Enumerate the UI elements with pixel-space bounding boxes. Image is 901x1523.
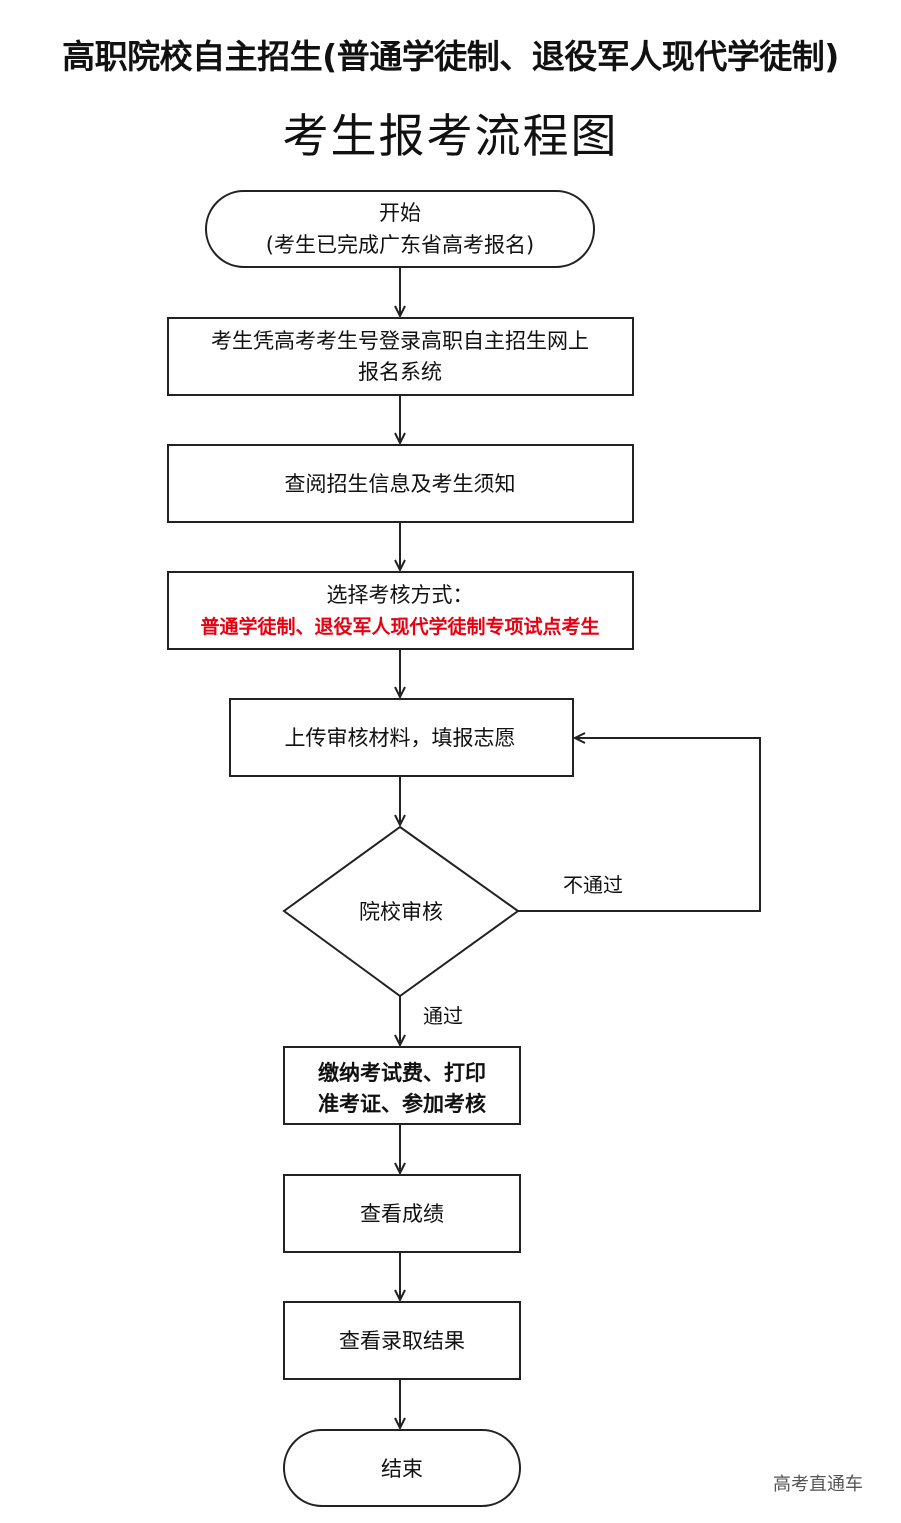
pay-exam-line2: 准考证、参加考核: [318, 1092, 486, 1116]
login-step: [167, 317, 634, 396]
flowchart-title: 考生报考流程图: [282, 109, 619, 163]
read-info-label: 查阅招生信息及考生须知: [285, 472, 516, 496]
review-decision-label: 院校审核: [359, 900, 443, 924]
start-label: 开始: [379, 201, 421, 225]
start-note: (考生已完成广东省高考报名): [266, 233, 534, 257]
pay-exam-line1: 缴纳考试费、打印: [318, 1061, 486, 1085]
login-step-line2: 报名系统: [358, 360, 442, 384]
login-step-line1: 考生凭高考考生号登录高职自主招生网上: [211, 329, 589, 353]
view-score-label: 查看成绩: [360, 1202, 444, 1226]
main-title: 高职院校自主招生(普通学徒制、退役军人现代学徒制): [62, 37, 839, 76]
view-admission-label: 查看录取结果: [339, 1329, 465, 1353]
view-score-step: [283, 1174, 521, 1253]
watermark: 高考直通车: [773, 1474, 863, 1495]
choose-method-label: 选择考核方式：: [327, 583, 474, 607]
view-admission-step: [283, 1301, 521, 1380]
choose-method-step: [167, 571, 634, 650]
pass-label: 通过: [423, 1004, 463, 1028]
fail-label: 不通过: [563, 873, 623, 897]
arrow-fail-loop: [518, 738, 761, 912]
end-label: 结束: [381, 1457, 423, 1481]
pay-exam-step: [283, 1046, 521, 1125]
end-node: [283, 1429, 521, 1507]
upload-step: [229, 698, 574, 777]
choose-method-highlight: 普通学徒制、退役军人现代学徒制专项试点考生: [200, 615, 599, 638]
upload-label: 上传审核材料，填报志愿: [285, 726, 516, 750]
read-info-step: [167, 444, 634, 523]
